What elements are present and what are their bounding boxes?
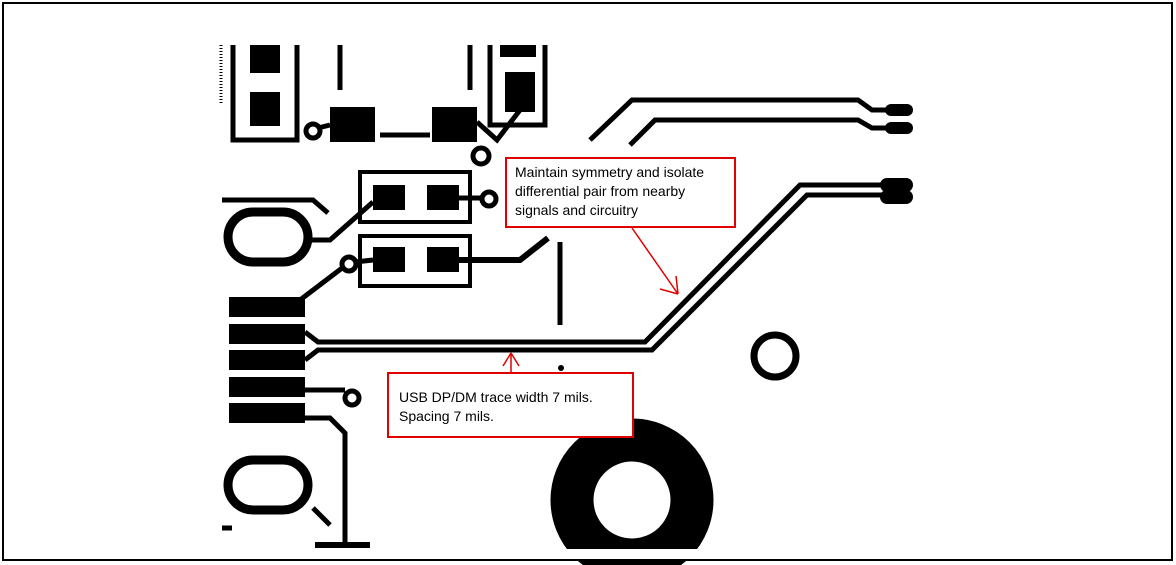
small-via xyxy=(558,365,564,371)
bottom-mask xyxy=(4,549,1171,559)
usb-pad-dm xyxy=(880,190,913,204)
edge-finger-3 xyxy=(229,350,305,370)
trace-upper-1 xyxy=(588,97,895,142)
smd-pad-2 xyxy=(427,185,459,210)
annotation-trace-line-1: USB DP/DM trace width 7 mils. xyxy=(399,389,593,405)
header-outline-left xyxy=(230,45,300,143)
oval-pad-bottom xyxy=(223,455,313,515)
annotation-arrows xyxy=(502,227,679,372)
pad-upper-1 xyxy=(885,104,913,116)
connector-pad-1 xyxy=(500,45,536,57)
usb-dm-trace xyxy=(303,192,885,362)
trace-oval-bottom xyxy=(311,506,332,527)
connector-outline xyxy=(487,45,548,128)
trace-finger-down xyxy=(305,415,348,545)
annotation-symmetry-line-1: Maintain symmetry and isolate xyxy=(515,164,705,180)
via-3 xyxy=(479,189,499,209)
pad-upper-2 xyxy=(885,122,913,134)
via-5 xyxy=(342,388,362,408)
trace-component-to-connector xyxy=(475,108,522,144)
smd-pad-3 xyxy=(373,247,405,272)
trace-pad4-out xyxy=(459,235,550,263)
component-pad-left xyxy=(330,107,375,142)
smd-pad-4 xyxy=(427,247,459,272)
connector-pad-2 xyxy=(505,72,535,112)
trace-oval-top-a xyxy=(222,197,330,215)
via-4 xyxy=(339,254,359,274)
annotation-trace-line-2: Spacing 7 mils. xyxy=(399,408,494,424)
annotation-trace-width: USB DP/DM trace width 7 mils. Spacing 7 … xyxy=(387,372,634,438)
annotation-symmetry-line-3: signals and circuitry xyxy=(515,202,638,218)
edge-finger-1 xyxy=(229,297,305,317)
arrow-trace-width xyxy=(502,352,520,372)
header-pad-1 xyxy=(250,45,280,73)
mounting-hole-small xyxy=(750,331,800,381)
component-pad-right xyxy=(432,107,477,142)
usb-pad-dp xyxy=(880,178,913,192)
copper-layer xyxy=(219,45,913,565)
edge-finger-2 xyxy=(229,324,305,344)
annotation-symmetry-line-2: differential pair from nearby xyxy=(515,183,686,199)
via-2 xyxy=(470,145,492,167)
edge-finger-4 xyxy=(229,377,305,397)
usb-dp-trace xyxy=(303,182,885,345)
oval-pad-top xyxy=(223,207,313,267)
trace-upper-2 xyxy=(628,117,895,147)
annotation-symmetry: Maintain symmetry and isolate differenti… xyxy=(505,157,736,228)
arrow-symmetry xyxy=(631,227,679,295)
trace-oval-top-b xyxy=(310,200,375,243)
edge-finger-5 xyxy=(229,403,305,423)
mounting-hole-large xyxy=(550,418,714,565)
header-pad-2 xyxy=(250,92,280,126)
via-1 xyxy=(303,121,323,141)
smd-pad-1 xyxy=(373,185,405,210)
